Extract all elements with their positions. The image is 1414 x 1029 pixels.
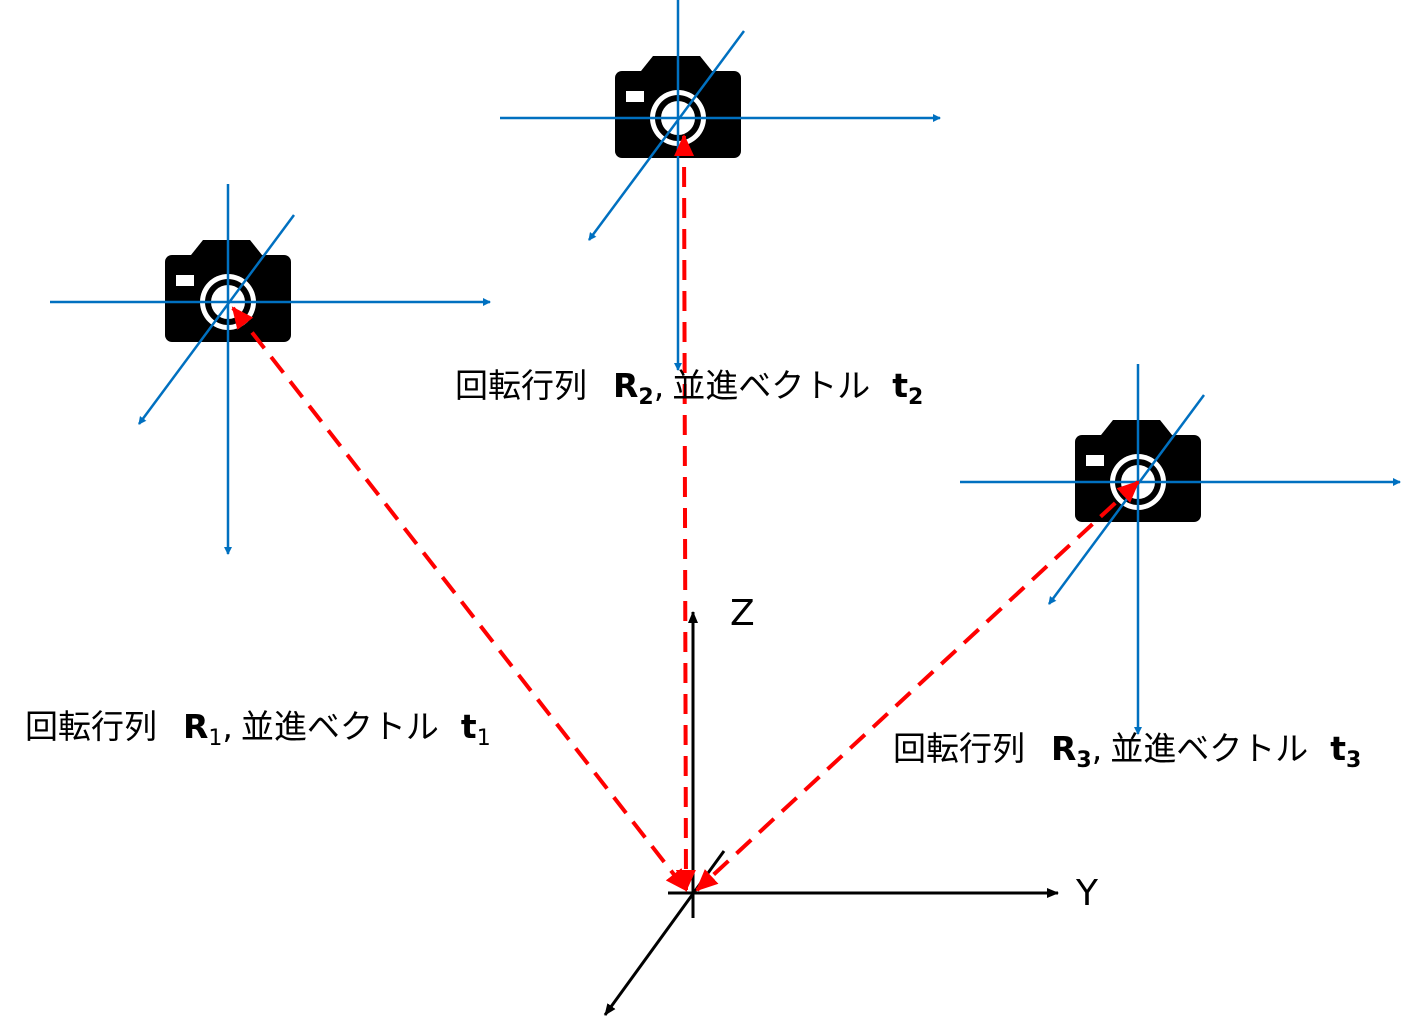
camera-2	[500, 0, 941, 371]
world-x-axis	[603, 850, 726, 1016]
camera-1-axes	[50, 184, 491, 555]
world-axes	[603, 611, 1059, 1016]
camera-3-axes	[960, 364, 1401, 735]
translation-arrow-3	[695, 480, 1140, 892]
z-axis-label: Z	[730, 593, 755, 634]
camera-z-axis	[137, 214, 296, 425]
y-axis-label: Y	[1075, 873, 1099, 914]
camera-2-axes	[500, 0, 941, 371]
camera-1	[50, 184, 491, 555]
camera-3	[960, 364, 1401, 735]
camera-z-axis	[587, 30, 746, 241]
translation-arrow-2	[674, 134, 696, 892]
